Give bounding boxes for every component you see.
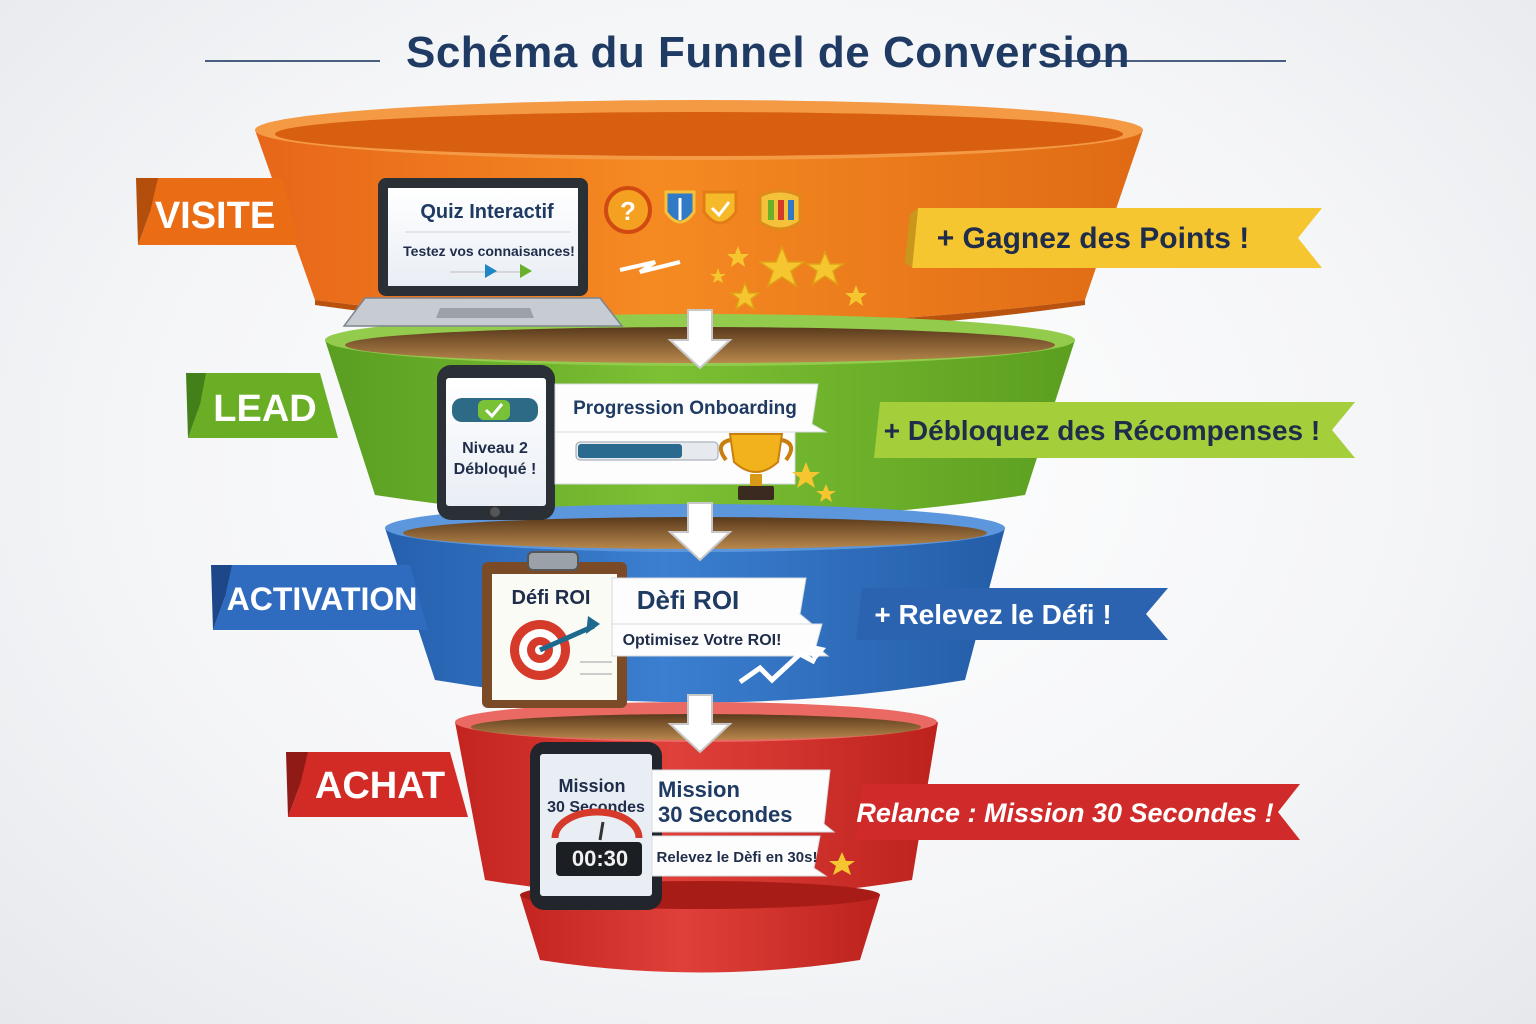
banner-achat: Relance : Mission 30 Secondes ! xyxy=(856,784,1300,840)
quiz-title: Quiz Interactif xyxy=(420,201,554,223)
laptop-icon: Quiz Interactif Testez vos connaisances! xyxy=(342,178,624,327)
shield-icon xyxy=(664,190,696,224)
banner-visite-text: + Gagnez des Points ! xyxy=(937,222,1250,255)
progress-bar-fill xyxy=(578,444,682,458)
gauge-icon xyxy=(551,808,643,839)
star-icon xyxy=(804,250,846,286)
mission-card-subtitle: Relevez le Dèfi en 30s! xyxy=(657,849,818,866)
stage-label-lead: LEAD xyxy=(186,373,338,438)
page-title: Schéma du Funnel de Conversion xyxy=(405,28,1130,77)
star-icon xyxy=(829,852,855,875)
banner-lead: + Débloquez des Récompenses ! xyxy=(874,402,1355,458)
shield-check-icon xyxy=(702,190,738,225)
mission-card-line-2: 30 Secondes xyxy=(658,802,793,827)
down-arrow-2 xyxy=(667,502,733,562)
roi-card-subtitle: Optimisez Votre ROI! xyxy=(623,632,782,649)
motion-lines-icon xyxy=(619,260,681,274)
play-icon xyxy=(485,264,497,278)
down-arrow-3 xyxy=(667,694,733,754)
stage-label-visite-text: VISITE xyxy=(155,195,275,237)
stage-label-achat-text: ACHAT xyxy=(315,765,445,807)
banner-activation-text: + Relevez le Défi ! xyxy=(874,599,1111,630)
phone-lead: Niveau 2 Débloqué ! xyxy=(437,365,555,520)
trend-arrow-head xyxy=(808,644,826,662)
banner-activation: + Relevez le Défi ! xyxy=(856,588,1168,640)
title-rule-left xyxy=(205,60,380,62)
mission-card-line-1: Mission xyxy=(658,777,740,802)
mission-card: Mission 30 Secondes Relevez le Dèfi en 3… xyxy=(651,769,836,877)
star-icon xyxy=(845,285,867,306)
star-icon xyxy=(816,484,836,502)
phone-achat-line-1: Mission xyxy=(558,776,625,796)
star-icon xyxy=(757,244,807,288)
phone-achat-line-2: 30 Secondes xyxy=(547,799,645,816)
banner-lead-text: + Débloquez des Récompenses ! xyxy=(884,415,1320,446)
onboarding-title: Progression Onboarding xyxy=(573,398,797,419)
onboarding-card: Progression Onboarding xyxy=(554,383,828,485)
trophy-icon xyxy=(718,433,794,500)
stage-label-lead-text: LEAD xyxy=(213,388,316,430)
roi-card: Dèfi ROI Optimisez Votre ROI! xyxy=(611,577,830,657)
phone-achat: Mission 30 Secondes 00:30 xyxy=(530,742,662,910)
star-icon xyxy=(727,246,749,267)
stage-label-activation-text: ACTIVATION xyxy=(227,581,418,617)
timer-display: 00:30 xyxy=(572,846,628,871)
clipboard-title: Défi ROI xyxy=(512,587,591,609)
stars-visite xyxy=(710,244,867,311)
star-icon xyxy=(710,268,726,283)
down-arrow-1 xyxy=(667,309,733,370)
quiz-subtitle: Testez vos connaisances! xyxy=(403,243,575,259)
stage-label-activation: ACTIVATION xyxy=(211,565,428,630)
star-icon xyxy=(728,280,762,311)
trend-arrow-icon xyxy=(738,650,817,685)
badge-icon xyxy=(758,189,802,231)
svg-text:?: ? xyxy=(620,196,636,226)
banner-visite: + Gagnez des Points ! xyxy=(905,208,1322,268)
star-icon xyxy=(792,462,820,488)
stage-label-visite: VISITE xyxy=(136,178,300,245)
phone-lead-line-1: Niveau 2 xyxy=(462,440,528,457)
play-icon-2 xyxy=(520,264,532,278)
phone-lead-line-2: Débloqué ! xyxy=(454,461,537,478)
check-icon xyxy=(484,403,504,419)
title-rule-right xyxy=(1056,60,1286,62)
roi-card-title: Dèfi ROI xyxy=(637,585,740,615)
question-icon: ? xyxy=(604,186,652,234)
target-icon xyxy=(510,616,612,680)
banner-achat-text: Relance : Mission 30 Secondes ! xyxy=(856,798,1273,828)
stage-label-achat: ACHAT xyxy=(286,752,468,817)
